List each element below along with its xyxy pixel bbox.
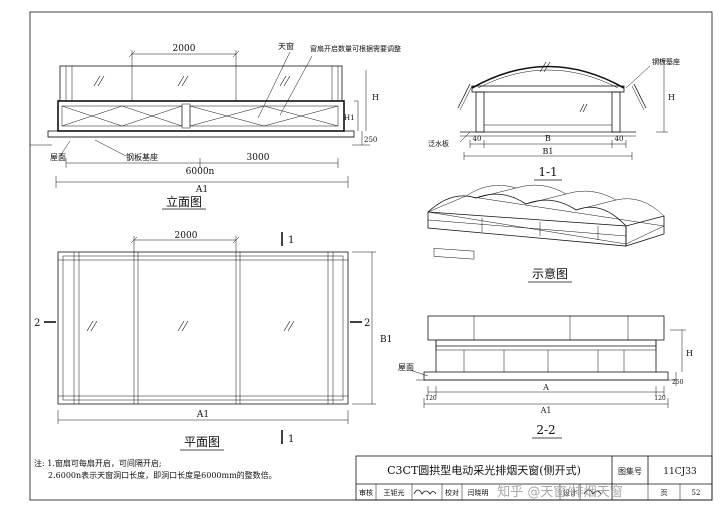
titleblock-checker: 闫晓明 bbox=[468, 488, 489, 497]
plan-dim-panel: 2000 bbox=[175, 231, 198, 241]
section22-dim-H: H bbox=[686, 349, 693, 358]
section11-title: 1-1 bbox=[538, 165, 557, 179]
titleblock-reviewer: 王钜光 bbox=[384, 488, 405, 497]
glass-mark bbox=[93, 75, 291, 87]
section22-label-roof: 屋面 bbox=[398, 363, 414, 372]
schematic-view: 示意图 bbox=[427, 184, 665, 283]
section11-dim-40a: 40 bbox=[473, 135, 482, 143]
section11-dim-B: B bbox=[545, 134, 551, 143]
note-1: 注: 1.窗扇可每扇开启，可间隔开启; bbox=[34, 458, 162, 468]
elevation-dim-A1: A1 bbox=[195, 185, 208, 195]
schematic-title: 示意图 bbox=[532, 266, 568, 281]
elevation-dim-250: 250 bbox=[364, 136, 377, 144]
section22-dim-A1: A1 bbox=[540, 406, 552, 415]
elevation-label-note: 窗扇开启数量可根据需要调整 bbox=[310, 44, 401, 53]
elevation-label-base: 钢板基座 bbox=[126, 152, 158, 162]
elevation-dim-H: H bbox=[372, 93, 379, 102]
titleblock-atlas-label: 图集号 bbox=[618, 466, 642, 476]
glass-mark bbox=[86, 320, 295, 332]
titleblock-page-no: 52 bbox=[692, 489, 701, 497]
elevation-label-roof: 屋面 bbox=[50, 153, 66, 162]
elevation-dim-3000: 3000 bbox=[247, 153, 270, 163]
elevation-dim-opening: 6000n bbox=[186, 167, 215, 177]
arch-profile bbox=[471, 65, 625, 89]
plan-dim-B1: B1 bbox=[380, 335, 392, 345]
notes: 注: 1.窗扇可每扇开启，可间隔开启; 2.6000n表示天窗洞口长度，即洞口长… bbox=[34, 458, 277, 480]
signature-designer bbox=[583, 489, 602, 495]
plan-title: 平面图 bbox=[184, 435, 220, 449]
section22-title: 2-2 bbox=[536, 423, 555, 437]
section22-dim-250: 250 bbox=[672, 379, 684, 386]
elevation-label-skylight: 天窗 bbox=[278, 41, 294, 51]
plan-outline bbox=[57, 251, 349, 405]
titleblock-review-label: 审核 bbox=[359, 488, 373, 497]
titleblock-title: C3CT圆拱型电动采光排烟天窗(侧开式) bbox=[387, 463, 581, 477]
section22-dim-120b: 120 bbox=[654, 395, 666, 402]
section11-dim-H: H bbox=[668, 93, 675, 102]
elevation-top-frame bbox=[59, 65, 343, 102]
plan-dim-A1: A1 bbox=[196, 410, 209, 420]
titleblock-design-label: 设计 bbox=[563, 488, 577, 497]
plan-mark-1-top: 1 bbox=[288, 235, 294, 246]
elevation-view: 2000 天窗 窗扇开启数量可根据需要调整 屋面 钢板基座 6000n 3000… bbox=[30, 41, 401, 210]
section-1-1-view: 钢板基座 泛水板 40 40 B B1 H 1-1 bbox=[428, 57, 680, 181]
section11-label-flashing: 泛水板 bbox=[428, 139, 449, 148]
section11-label-base: 钢板基座 bbox=[652, 57, 680, 66]
plan-mark-1-bottom: 1 bbox=[288, 434, 294, 445]
section22-dim-A: A bbox=[542, 383, 549, 392]
section-2-2-view: 屋面 120 120 A A1 H 250 2-2 bbox=[398, 315, 693, 439]
titleblock-check-label: 校对 bbox=[445, 488, 459, 497]
titleblock-atlas-no: 11CJ33 bbox=[663, 467, 697, 477]
note-2: 2.6000n表示天窗洞口长度，即洞口长度是6000mm的整数倍。 bbox=[48, 470, 277, 480]
plan-view: 2000 1 1 2 2 B1 A1 平面图 bbox=[34, 231, 392, 451]
signature-reviewer bbox=[413, 489, 437, 495]
elevation-title: 立面图 bbox=[166, 194, 202, 209]
section11-dim-40b: 40 bbox=[615, 135, 624, 143]
section22-top-frame bbox=[427, 315, 665, 341]
title-block: C3CT圆拱型电动采光排烟天窗(侧开式) 图集号 11CJ33 审核 王钜光 校… bbox=[355, 455, 713, 501]
watermark: 知乎 @天窗/排烟天窗 bbox=[497, 484, 623, 500]
plan-mark-2-right: 2 bbox=[364, 318, 370, 329]
elevation-dim-panel: 2000 bbox=[173, 44, 196, 54]
elevation-dim-H1: H1 bbox=[344, 114, 355, 122]
titleblock-page-label: 页 bbox=[661, 489, 668, 497]
section11-dim-B1: B1 bbox=[543, 147, 554, 156]
section22-dim-120a: 120 bbox=[425, 395, 437, 402]
plan-mark-2-left: 2 bbox=[34, 318, 40, 329]
